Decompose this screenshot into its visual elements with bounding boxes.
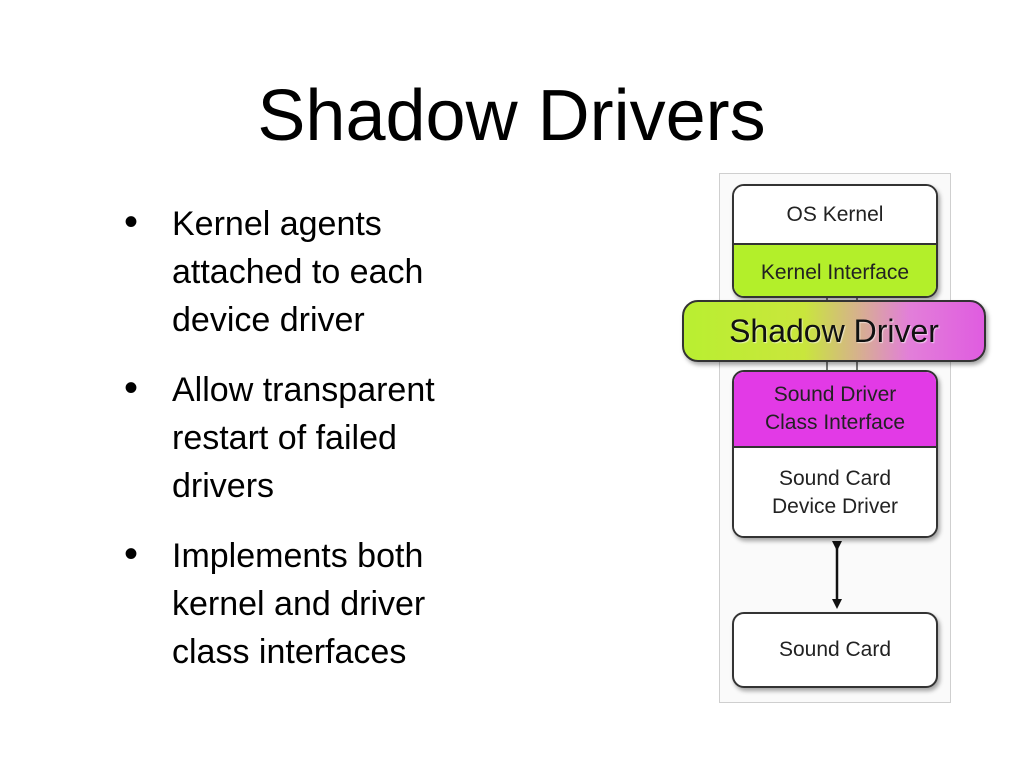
bullet-line: attached to each (172, 253, 424, 291)
bullet-dot-icon: • (124, 200, 139, 244)
bullet-line: class interfaces (172, 633, 407, 671)
bullet-line: Kernel agents (172, 205, 382, 243)
driver-stack: Sound Driver Class Interface Sound Card … (732, 370, 938, 538)
kernel-interface-label: Kernel Interface (760, 260, 910, 284)
sound-card-label: Sound Card (778, 638, 892, 661)
bullet-line: restart of failed (172, 419, 397, 457)
bullet-list: • Kernel agents attached to each device … (124, 200, 524, 698)
bullet-line: device driver (172, 301, 365, 339)
sound-card-device-driver-box: Sound Card Device Driver (734, 448, 936, 536)
bullet-item: • Allow transparent restart of failed dr… (124, 366, 524, 510)
bullet-line: kernel and driver (172, 585, 426, 623)
bullet-dot-icon: • (124, 366, 139, 410)
slide-title: Shadow Drivers (257, 76, 766, 156)
bullet-line: Allow transparent (172, 371, 435, 409)
bullet-dot-icon: • (124, 532, 139, 576)
class-interface-label-line: Sound Driver (773, 383, 897, 406)
shadow-driver-box: Shadow Driver (682, 300, 986, 362)
kernel-interface-box: Kernel Interface (734, 243, 936, 296)
sound-driver-class-interface-box: Sound Driver Class Interface (734, 372, 936, 448)
shadow-driver-label: Shadow Driver (729, 312, 939, 349)
bullet-item: • Implements both kernel and driver clas… (124, 532, 524, 676)
bullet-item: • Kernel agents attached to each device … (124, 200, 524, 344)
device-driver-label-line: Device Driver (771, 495, 899, 518)
sound-card-box: Sound Card (732, 612, 938, 688)
class-interface-label-line: Class Interface (764, 411, 906, 434)
bullet-line: drivers (172, 467, 275, 505)
bullet-line: Implements both (172, 537, 424, 575)
kernel-stack: OS Kernel Kernel Interface (732, 184, 938, 298)
device-driver-label-line: Sound Card (778, 467, 892, 490)
os-kernel-label: OS Kernel (786, 202, 884, 226)
os-kernel-box: OS Kernel (734, 186, 936, 243)
driver-stack-diagram: OS Kernel Kernel Interface Shadow Driver… (682, 173, 986, 703)
